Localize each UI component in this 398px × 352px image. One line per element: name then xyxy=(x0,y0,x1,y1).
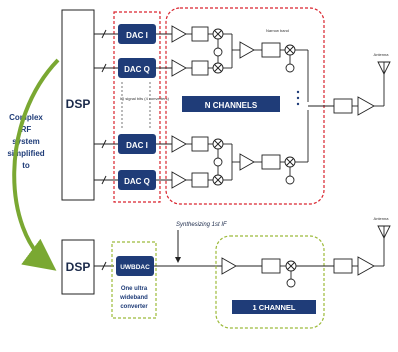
dac-q-block-1: DAC Q xyxy=(118,58,156,78)
dac-q-block-2: DAC Q xyxy=(118,170,156,190)
caption-line-3: system xyxy=(12,137,40,146)
dac-i-block-1: DAC I xyxy=(118,24,156,44)
uwbdac-group-box xyxy=(111,241,157,319)
caption-line-1: Complex xyxy=(9,113,43,122)
dac-group-caption: IQ signal bits (4 converters) xyxy=(120,96,170,101)
dsp-dac-wires xyxy=(94,29,118,185)
uwbdac-block: UWBDAC xyxy=(116,256,154,276)
bottom-channel-chain xyxy=(221,257,334,288)
dac-group-box xyxy=(113,11,161,203)
dac-label: DAC Q xyxy=(124,65,150,74)
converter-caption-1: One ultra xyxy=(121,286,148,292)
upper-channel-chain xyxy=(171,25,309,102)
simplification-caption: Complex RF system simplified to xyxy=(7,113,44,170)
caption-line-2: RF xyxy=(21,125,32,134)
converter-caption-2: wideband xyxy=(119,295,148,301)
uwbdac-label: UWBDAC xyxy=(120,264,150,271)
bottom-dsp-label: DSP xyxy=(66,260,91,274)
channel-ellipsis xyxy=(296,90,300,106)
dac-label: DAC I xyxy=(126,141,148,150)
dac-label: DAC Q xyxy=(124,177,150,186)
converter-caption-3: converter xyxy=(120,304,148,310)
bottom-output-chain xyxy=(333,225,391,276)
bottom-dsp-block: DSP xyxy=(61,239,95,295)
simplification-arrow xyxy=(12,58,60,271)
n-channels-label: N CHANNELS xyxy=(205,101,258,110)
n-channels-banner: N CHANNELS xyxy=(182,96,280,112)
top-output-chain xyxy=(308,61,391,116)
bottom-dsp-wire xyxy=(94,261,114,271)
one-channel-label: 1 CHANNEL xyxy=(253,303,296,312)
one-channel-region xyxy=(215,235,325,329)
dac-filter-wires xyxy=(156,33,172,181)
top-dsp-label: DSP xyxy=(66,97,91,111)
synthesizing-label: Synthesizing 1st IF xyxy=(176,222,227,228)
dac-label: DAC I xyxy=(126,31,148,40)
top-antenna-label: Antenna xyxy=(374,52,390,57)
bottom-antenna-label: Antenna xyxy=(374,216,390,221)
top-dsp-block: DSP xyxy=(61,9,95,201)
caption-line-5: to xyxy=(22,161,30,170)
dac-dotted-links xyxy=(121,82,151,130)
one-channel-banner: 1 CHANNEL xyxy=(232,300,316,314)
lower-channel-chain xyxy=(171,110,309,189)
caption-line-4: simplified xyxy=(7,149,44,158)
narrow-band-label: Narrow band xyxy=(266,28,289,33)
dac-i-block-2: DAC I xyxy=(118,134,156,154)
